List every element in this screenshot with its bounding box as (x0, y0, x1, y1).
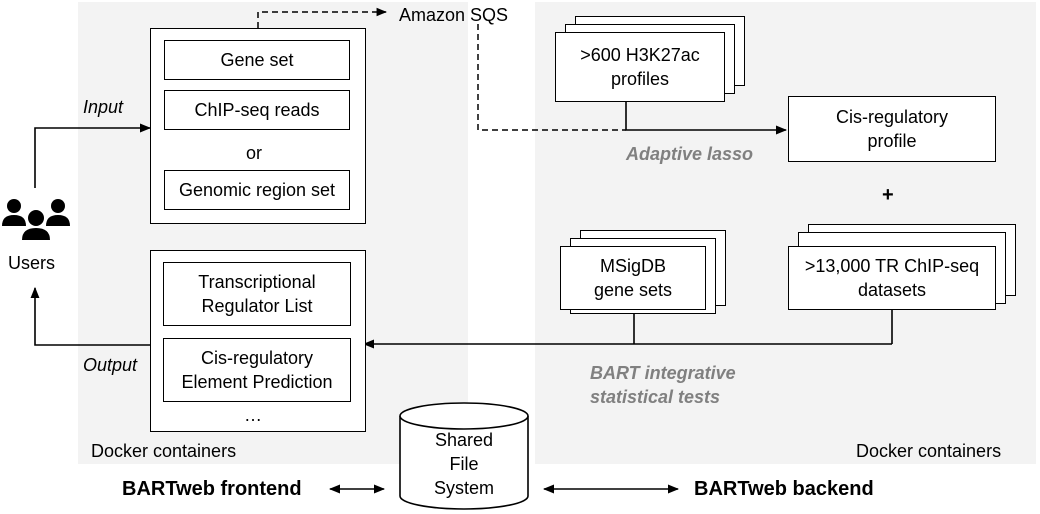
shared-file-system-line2: File (449, 454, 479, 474)
more-outputs-ellipsis: … (244, 405, 262, 425)
h3k27ac-to-cis-arrow (625, 102, 788, 135)
cis-regulatory-profile-node: Cis-regulatory profile (788, 96, 996, 162)
backend-docker-label: Docker containers (856, 441, 1002, 461)
shared-file-system-line3: System (433, 478, 494, 498)
gene-set-option[interactable]: Gene set (164, 40, 350, 80)
tr-list-output: Transcriptional Regulator List (163, 262, 351, 326)
or-label: or (246, 143, 263, 163)
users-label: Users (8, 253, 56, 273)
genomic-region-set-option[interactable]: Genomic region set (164, 170, 350, 210)
shared-file-system-cylinder (399, 402, 529, 510)
output-label: Output (83, 355, 138, 375)
users-to-input-arrow (34, 123, 152, 188)
plus-sign: + (882, 184, 894, 206)
bartweb-frontend-label: BARTweb frontend (122, 478, 302, 500)
users-icon (0, 194, 76, 244)
chipseq-reads-option[interactable]: ChIP-seq reads (164, 90, 350, 130)
bartweb-backend-label: BARTweb backend (694, 478, 874, 500)
msigdb-gene-sets-node: MSigDB gene sets (560, 246, 706, 310)
output-to-users-arrow (30, 286, 150, 346)
cre-prediction-output: Cis-regulatory Element Prediction (163, 338, 351, 402)
input-to-sqs-dashed-arrow (257, 7, 388, 28)
frontend-docker-label: Docker containers (91, 441, 237, 461)
sqs-to-cis-dashed-line (477, 24, 626, 131)
bart-tests-label-line1: BART integrative (590, 363, 736, 383)
shared-file-system-line1: Shared (434, 430, 494, 450)
adaptive-lasso-label: Adaptive lasso (626, 144, 754, 164)
bart-tests-label-line2: statistical tests (590, 387, 721, 407)
tr-chipseq-datasets-node: >13,000 TR ChIP-seq datasets (788, 246, 996, 310)
input-label: Input (83, 97, 124, 117)
amazon-sqs-label: Amazon SQS (399, 5, 509, 25)
h3k27ac-profiles-node: >600 H3K27ac profiles (555, 32, 725, 102)
